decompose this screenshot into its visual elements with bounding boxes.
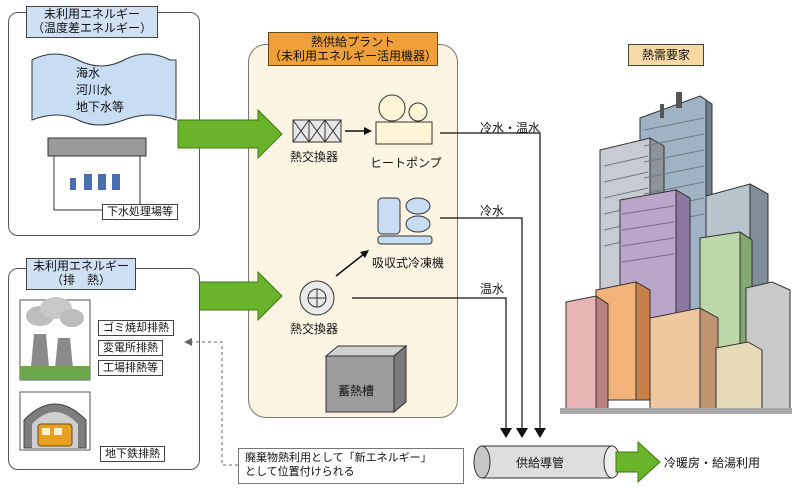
absorption-chiller-icon: [377, 197, 433, 245]
water-label-3: 地下水等: [76, 100, 125, 114]
storage-tank-label: 蓄熱槽: [338, 384, 375, 398]
heat-exchanger-1-icon: [292, 119, 342, 143]
water-label-1: 海水: [76, 66, 101, 80]
heat-plant-title-line2: （未利用エネルギー活用機器）: [269, 49, 438, 63]
heat-exchanger-2-icon: [299, 280, 335, 316]
subway-label: 地下鉄排熱: [100, 446, 165, 462]
note-line1: 廃棄物熱利用として「新エネルギー」: [245, 451, 432, 464]
flow-label-hot: 温水: [480, 282, 505, 296]
absorption-chiller-label: 吸収式冷凍機: [372, 256, 445, 270]
sewage-label: 下水処理場等: [102, 204, 178, 220]
temp-energy-header: 未利用エネルギー （温度差エネルギー）: [26, 6, 158, 38]
flow-label-cold-hot: 冷水・温水: [480, 121, 541, 135]
water-label-2: 河川水: [76, 83, 113, 97]
exhaust-item-factory: 工場排熱等: [98, 360, 163, 376]
flow-label-cold: 冷水: [480, 204, 505, 218]
exhaust-item-garbage: ゴミ焼却排熱: [98, 320, 174, 336]
city-buildings-illustration: [560, 92, 792, 414]
green-arrow-output: [615, 440, 661, 484]
heat-demand-header: 熱需要家: [628, 44, 704, 66]
new-energy-note: 廃棄物熱利用として「新エネルギー」 として位置付けられる: [238, 448, 464, 484]
output-use-label: 冷暖房・給湯利用: [664, 456, 761, 470]
sewage-plant-icon: [47, 137, 147, 211]
temp-energy-title-line1: 未利用エネルギー: [43, 7, 140, 21]
heat-plant-header: 熱供給プラント （未利用エネルギー活用機器）: [268, 32, 438, 66]
exhaust-item-substation: 変電所排熱: [98, 340, 163, 356]
heat-exchanger-1-label: 熱交換器: [290, 150, 339, 164]
supply-pipe-icon: [473, 445, 621, 479]
exhaust-energy-title-line2: （排 熱）: [50, 273, 111, 287]
exhaust-energy-header: 未利用エネルギー （排 熱）: [26, 258, 136, 290]
note-line2: として位置付けられる: [245, 465, 355, 478]
green-arrow-top: [177, 108, 283, 160]
supply-pipe-label: 供給導管: [516, 456, 565, 470]
temp-energy-title-line2: （温度差エネルギー）: [31, 21, 152, 35]
heat-pump-label: ヒートポンプ: [370, 156, 442, 170]
storage-tank-icon: [324, 344, 408, 414]
heat-exchanger-2-label: 熱交換器: [290, 322, 339, 336]
exhaust-energy-title-line1: 未利用エネルギー: [32, 259, 129, 273]
heat-plant-title-line1: 熱供給プラント: [310, 35, 395, 49]
heat-pump-icon: [375, 94, 433, 145]
water-shape: [31, 53, 177, 126]
